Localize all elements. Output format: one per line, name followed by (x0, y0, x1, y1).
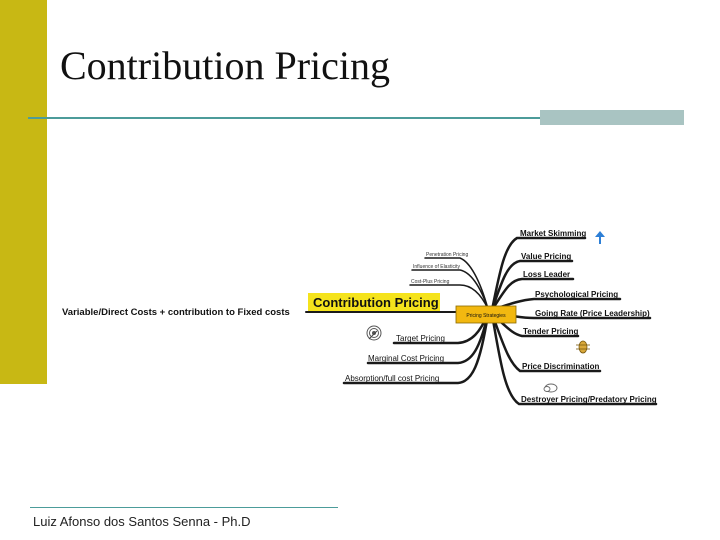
bug-icon (576, 340, 590, 354)
branch-elasticity (411, 269, 489, 310)
going-rate-label: Going Rate (Price Leadership) (535, 309, 650, 318)
marginal-cost-label: Marginal Cost Pricing (368, 354, 444, 363)
target-pricing-label: Target Pricing (396, 334, 445, 343)
cost-plus-label: Cost-Plus Pricing (411, 279, 450, 285)
branch-market-skimming (490, 236, 587, 312)
description-label: Variable/Direct Costs + contribution to … (62, 307, 290, 318)
center-node-label: Pricing Strategies (466, 313, 506, 319)
penetration-label: Penetration Pricing (426, 252, 468, 258)
footer-author: Luiz Afonso dos Santos Senna - Ph.D (33, 514, 251, 529)
slide-title: Contribution Pricing (60, 43, 390, 88)
loss-leader-label: Loss Leader (523, 270, 570, 279)
footer-rule (30, 507, 338, 508)
contribution-label: Contribution Pricing (313, 295, 439, 310)
contribution-highlight (308, 293, 440, 311)
tender-pricing-label: Tender Pricing (523, 327, 579, 336)
arrow-icon (595, 231, 605, 244)
title-accent-block (540, 110, 684, 125)
branch-cost-plus (409, 284, 489, 310)
destroyer-label: Destroyer Pricing/Predatory Pricing (521, 395, 657, 404)
side-accent-bar (0, 0, 47, 384)
branch-value-pricing (490, 259, 574, 312)
branch-destroyer (490, 312, 658, 406)
branch-absorption (342, 312, 490, 385)
center-node (455, 305, 517, 324)
market-skimming-label: Market Skimming (520, 229, 586, 238)
branch-loss-leader (490, 277, 575, 312)
title-underline (28, 117, 684, 119)
value-pricing-label: Value Pricing (521, 252, 571, 261)
psychological-label: Psychological Pricing (535, 290, 618, 299)
target-icon (366, 325, 382, 341)
elasticity-label: Influence of Elasticity (413, 264, 460, 270)
absorption-label: Absorption/full cost Pricing (345, 374, 439, 383)
price-discrimination-label: Price Discrimination (522, 362, 599, 371)
cloud-icon (543, 383, 558, 393)
